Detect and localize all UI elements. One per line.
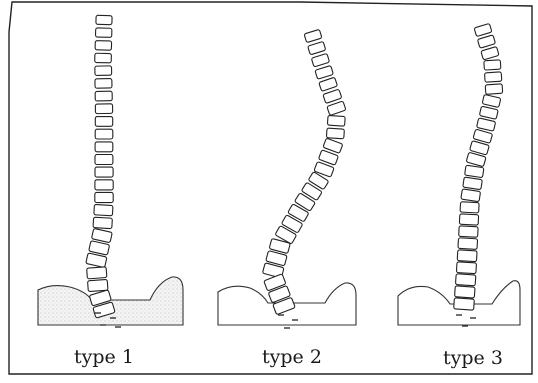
- vertebra: [95, 129, 113, 139]
- vertebra: [463, 177, 483, 190]
- vertebra: [89, 241, 110, 255]
- caption-type-3: type 3: [443, 349, 503, 368]
- vertebra: [465, 165, 484, 178]
- vertebra: [95, 155, 113, 165]
- vertebra: [95, 28, 111, 37]
- vertebra: [477, 35, 495, 48]
- vertebra: [477, 118, 496, 131]
- vertebra: [456, 262, 476, 274]
- vertebra: [95, 192, 113, 202]
- vertebra: [95, 41, 112, 51]
- vertebra: [460, 202, 479, 213]
- vertebra: [485, 72, 502, 82]
- vertebra: [95, 79, 112, 89]
- vertebra: [88, 279, 108, 291]
- vertebra: [327, 115, 345, 126]
- vertebra: [96, 15, 112, 24]
- type-2-spine: [262, 29, 346, 314]
- vertebra: [95, 117, 112, 127]
- vertebra: [95, 104, 112, 114]
- vertebra: [459, 214, 478, 225]
- type-1-spine: [86, 15, 115, 318]
- caption-type-1: type 1: [74, 348, 134, 367]
- vertebra: [95, 142, 113, 152]
- vertebra: [481, 46, 499, 59]
- vertebra: [455, 274, 475, 286]
- vertebra: [455, 286, 475, 298]
- vertebra: [95, 91, 112, 101]
- vertebra: [458, 238, 478, 250]
- vertebra: [326, 128, 344, 139]
- vertebra: [327, 101, 346, 115]
- vertebra: [479, 106, 498, 119]
- vertebra: [95, 53, 112, 63]
- vertebra: [457, 250, 477, 262]
- vertebra: [95, 167, 113, 177]
- vertebra: [459, 226, 479, 237]
- vertebra: [485, 84, 502, 94]
- caption-type-2: type 2: [262, 348, 322, 367]
- type-3-spine: [454, 23, 503, 310]
- vertebra: [93, 217, 112, 228]
- vertebra: [319, 77, 338, 91]
- vertebra: [95, 180, 113, 190]
- vertebra: [474, 23, 492, 36]
- vertebra: [454, 298, 475, 310]
- vertebra: [461, 189, 481, 202]
- vertebra: [315, 65, 334, 79]
- vertebra: [87, 267, 107, 279]
- vertebra: [484, 60, 501, 70]
- vertebra: [323, 89, 342, 103]
- vertebra: [91, 228, 112, 242]
- vertebra: [94, 204, 113, 215]
- vertebra: [95, 66, 112, 76]
- vertebra: [86, 253, 107, 268]
- vertebra: [482, 94, 501, 107]
- vertebra: [308, 41, 326, 54]
- vertebra: [304, 29, 322, 42]
- vertebra: [311, 53, 329, 67]
